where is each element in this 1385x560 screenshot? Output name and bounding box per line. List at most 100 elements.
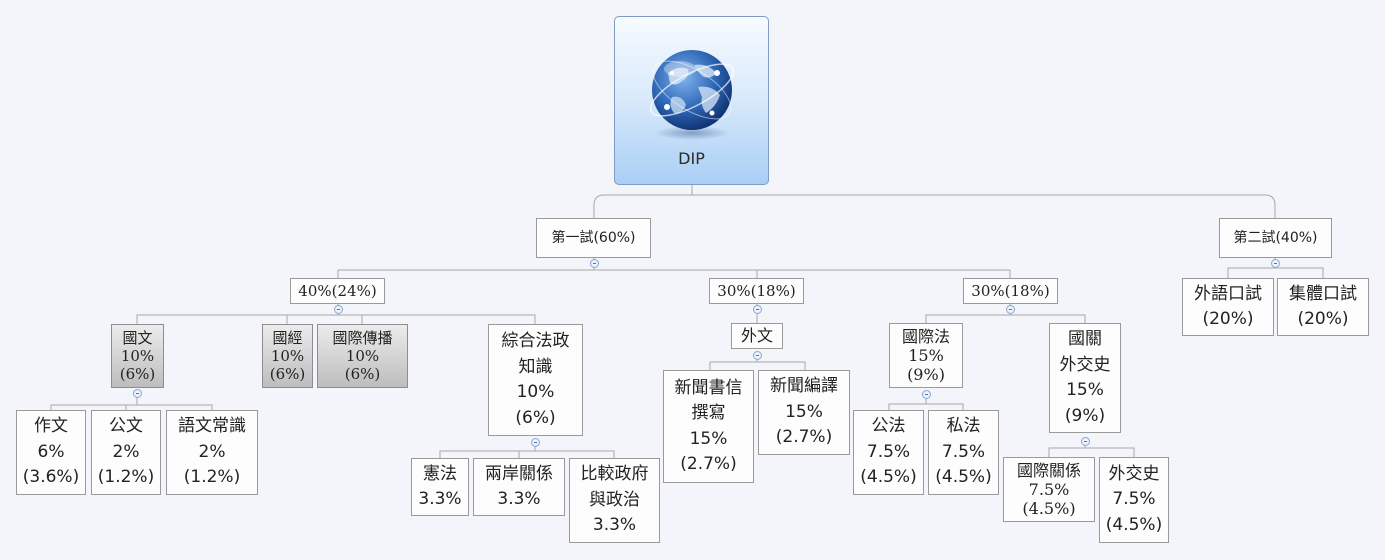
news-writing-share: (2.7%) <box>680 454 737 474</box>
root-title: DIP <box>678 149 705 168</box>
diplomatic-history-share: (4.5%) <box>1105 514 1163 535</box>
official-doc-name: 公文 <box>109 416 143 437</box>
collapse-toggle-foreign-language[interactable] <box>753 351 762 360</box>
private-law-name: 私法 <box>946 416 981 437</box>
comparative-politics-name-line2: 與政治 <box>589 489 640 510</box>
language-knowledge-weight: 2% <box>198 441 226 462</box>
news-translation-weight: 15% <box>785 401 823 422</box>
intl-comm-node[interactable]: 國際傳播 10% (6%) <box>317 324 408 388</box>
official-doc-share: (1.2%) <box>97 467 155 488</box>
collapse-toggle-group1[interactable] <box>334 305 343 314</box>
cross-strait-node[interactable]: 兩岸關係 3.3% <box>473 458 565 516</box>
composition-node[interactable]: 作文 6% (3.6%) <box>16 410 86 495</box>
cross-strait-weight: 3.3% <box>497 489 541 509</box>
foreign-language-node[interactable]: 外文 <box>731 323 783 349</box>
cross-strait-name: 兩岸關係 <box>485 463 553 484</box>
collapse-toggle-intl-law[interactable] <box>922 390 931 399</box>
collapse-toggle-second-exam[interactable] <box>1271 259 1280 268</box>
public-law-share: (4.5%) <box>860 467 917 488</box>
private-law-weight: 7.5% <box>941 441 986 462</box>
diplomatic-history-node[interactable]: 外交史 7.5% (4.5%) <box>1099 457 1169 543</box>
composition-name: 作文 <box>34 416 68 437</box>
chinese-node[interactable]: 國文 10% (6%) <box>111 324 164 388</box>
foreign-oral-node[interactable]: 外語口試 (20%) <box>1182 278 1274 336</box>
group3-label: 30%(18%) <box>971 282 1050 300</box>
comparative-politics-name-line1: 比較政府 <box>580 464 649 485</box>
intl-relations-name: 國際關係 <box>1016 460 1081 480</box>
collapse-toggle-diplomacy[interactable] <box>1081 437 1090 446</box>
diplomatic-history-weight: 7.5% <box>1112 489 1156 510</box>
public-law-weight: 7.5% <box>866 441 911 462</box>
group-oral-name: 集體口試 <box>1289 283 1357 304</box>
comparative-politics-weight: 3.3% <box>592 515 637 536</box>
intl-comm-share: (6%) <box>344 365 381 383</box>
chinese-share: (6%) <box>119 365 156 383</box>
group-oral-share: (20%) <box>1297 309 1349 329</box>
constitution-node[interactable]: 憲法 3.3% <box>411 458 469 516</box>
collapse-toggle-first-exam[interactable] <box>590 259 599 268</box>
news-translation-node[interactable]: 新聞編譯 15% (2.7%) <box>758 370 850 455</box>
news-writing-node[interactable]: 新聞書信 撰寫 15% (2.7%) <box>663 370 754 483</box>
econ-node[interactable]: 國經 10% (6%) <box>262 324 313 388</box>
language-knowledge-name: 語文常識 <box>178 416 246 437</box>
collapse-toggle-group2[interactable] <box>753 305 762 314</box>
public-law-name: 公法 <box>871 416 906 437</box>
root-node[interactable]: DIP <box>614 16 769 185</box>
constitution-weight: 3.3% <box>418 489 462 509</box>
law-politics-share: (6%) <box>515 407 556 428</box>
first-exam-node[interactable]: 第一試(60%) <box>536 218 651 258</box>
group-oral-node[interactable]: 集體口試 (20%) <box>1277 278 1369 336</box>
intl-law-node[interactable]: 國際法 15% (9%) <box>889 323 963 388</box>
intl-comm-weight: 10% <box>345 347 380 365</box>
diplomacy-node[interactable]: 國關 外交史 15% (9%) <box>1049 323 1121 433</box>
composition-weight: 6% <box>37 441 65 462</box>
group1-node[interactable]: 40%(24%) <box>290 278 385 304</box>
news-writing-name-line2: 撰寫 <box>691 403 726 423</box>
foreign-oral-name: 外語口試 <box>1194 283 1262 304</box>
law-politics-node[interactable]: 綜合法政 知識 10% (6%) <box>488 324 583 436</box>
intl-law-weight: 15% <box>908 345 944 365</box>
intl-law-name: 國際法 <box>901 326 950 346</box>
public-law-node[interactable]: 公法 7.5% (4.5%) <box>853 410 924 495</box>
intl-relations-weight: 7.5% <box>1028 479 1070 499</box>
diplomacy-share: (9%) <box>1064 405 1106 426</box>
news-writing-name-line1: 新聞書信 <box>674 377 743 398</box>
news-translation-share: (2.7%) <box>775 427 833 448</box>
law-politics-name-line2: 知識 <box>518 356 553 377</box>
diplomacy-weight: 15% <box>1066 380 1104 400</box>
second-exam-label: 第二試(40%) <box>1233 229 1318 246</box>
official-doc-weight: 2% <box>112 441 140 462</box>
second-exam-node[interactable]: 第二試(40%) <box>1219 218 1332 258</box>
chinese-name: 國文 <box>122 329 153 347</box>
language-knowledge-share: (1.2%) <box>183 467 241 488</box>
econ-weight: 10% <box>270 347 305 365</box>
intl-law-share: (9%) <box>907 365 945 385</box>
official-doc-node[interactable]: 公文 2% (1.2%) <box>91 410 161 495</box>
intl-relations-share: (4.5%) <box>1022 499 1076 519</box>
collapse-toggle-law-politics[interactable] <box>531 438 540 447</box>
news-translation-name: 新聞編譯 <box>770 376 838 397</box>
foreign-language-name: 外文 <box>740 326 773 346</box>
econ-name: 國經 <box>272 329 303 347</box>
collapse-toggle-group3[interactable] <box>1006 305 1015 314</box>
private-law-node[interactable]: 私法 7.5% (4.5%) <box>928 410 999 495</box>
diplomacy-name-line1: 國關 <box>1068 329 1102 349</box>
collapse-toggle-chinese[interactable] <box>133 389 142 398</box>
foreign-oral-share: (20%) <box>1202 309 1254 329</box>
group2-label: 30%(18%) <box>717 282 796 300</box>
private-law-share: (4.5%) <box>935 467 992 488</box>
constitution-name: 憲法 <box>423 463 457 484</box>
group3-node[interactable]: 30%(18%) <box>963 278 1058 304</box>
diplomatic-history-name: 外交史 <box>1108 463 1160 484</box>
intl-comm-name: 國際傳播 <box>332 329 393 347</box>
chinese-weight: 10% <box>120 347 155 365</box>
composition-share: (3.6%) <box>22 467 80 488</box>
language-knowledge-node[interactable]: 語文常識 2% (1.2%) <box>166 410 258 495</box>
law-politics-name-line1: 綜合法政 <box>501 331 570 351</box>
econ-share: (6%) <box>269 365 306 383</box>
intl-relations-node[interactable]: 國際關係 7.5% (4.5%) <box>1003 457 1095 522</box>
group2-node[interactable]: 30%(18%) <box>709 278 804 304</box>
law-politics-weight: 10% <box>516 382 555 402</box>
group1-label: 40%(24%) <box>298 282 377 300</box>
comparative-politics-node[interactable]: 比較政府 與政治 3.3% <box>569 458 660 543</box>
